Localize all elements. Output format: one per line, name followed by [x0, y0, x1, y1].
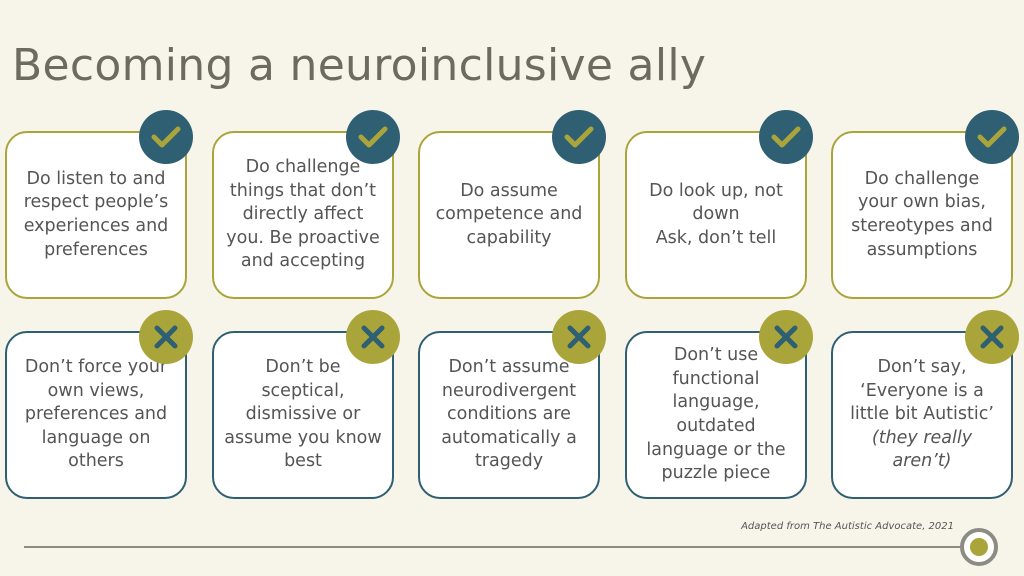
dont-card-tragedy: Don’t assume neurodivergent conditions a… [418, 331, 600, 499]
check-icon [965, 110, 1019, 164]
dont-card-text: Don’t assume neurodivergent conditions a… [441, 356, 577, 472]
dont-card-sceptical: Don’t be sceptical, dismissive or assume… [212, 331, 394, 499]
dont-card-text-wrap: Don’t say, ‘Everyone is a little bit Aut… [843, 356, 1001, 474]
dont-card-text: Don’t say, ‘Everyone is a little bit Aut… [850, 356, 994, 425]
cross-icon [346, 310, 400, 364]
check-icon [759, 110, 813, 164]
cross-icon [139, 310, 193, 364]
dont-card-text: Don’t use functional language, outdated … [646, 345, 786, 484]
dont-card-text: Don’t force your own views, preferences … [24, 356, 168, 472]
dont-card-force-views: Don’t force your own views, preferences … [5, 331, 187, 499]
end-marker-icon [960, 528, 998, 566]
check-icon [552, 110, 606, 164]
do-card-text: Do listen to and respect people’s experi… [23, 168, 169, 260]
source-credit: Adapted from The Autistic Advocate, 2021 [741, 521, 954, 532]
end-marker-dot [970, 538, 988, 556]
page-title: Becoming a neuroinclusive ally [12, 40, 707, 91]
dont-card-emphasis: (they really aren’t) [871, 427, 973, 472]
do-card-text: Do assume competence and capability [435, 180, 583, 248]
check-icon [346, 110, 400, 164]
cross-icon [552, 310, 606, 364]
dont-card-everyone-autistic: Don’t say, ‘Everyone is a little bit Aut… [831, 331, 1013, 499]
footer-divider [24, 546, 964, 548]
cross-icon [759, 310, 813, 364]
do-card-challenge-bias: Do challenge your own bias, stereotypes … [831, 131, 1013, 299]
dont-card-text: Don’t be sceptical, dismissive or assume… [224, 356, 382, 472]
do-card-text: Do look up, not down Ask, don’t tell [649, 180, 783, 248]
cross-icon [965, 310, 1019, 364]
do-card-text: Do challenge your own bias, stereotypes … [851, 168, 993, 260]
check-icon [139, 110, 193, 164]
do-card-text: Do challenge things that don’t directly … [226, 156, 380, 272]
